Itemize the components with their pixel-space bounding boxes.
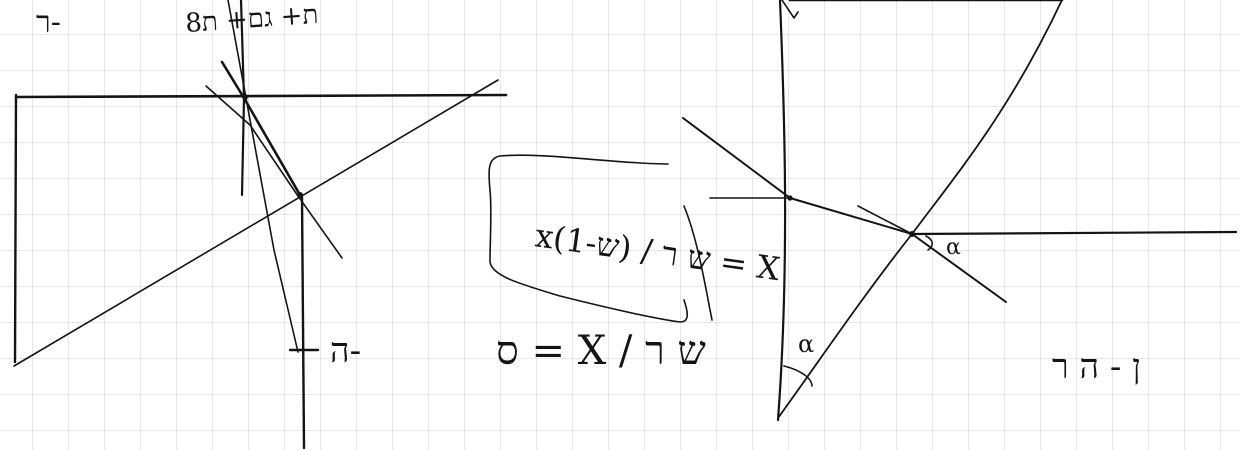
box-side-stroke	[683, 205, 713, 321]
left-top-label: ר-	[36, 5, 61, 40]
top-corner-mark	[781, 0, 799, 19]
right-horizontal-line	[910, 230, 1238, 236]
angle-label-right: α	[946, 235, 961, 260]
vertical-left-edge	[13, 93, 18, 364]
right-figure: α α ן - ה ר	[682, 0, 1238, 422]
sloped-line	[682, 117, 1007, 303]
angle-label-lower: α	[798, 330, 814, 358]
vertical-center-line	[300, 195, 306, 450]
angle-arc-lower	[783, 365, 813, 387]
long-steep-line	[227, 0, 299, 353]
equation-box	[488, 154, 689, 323]
equation: ס = X / ש ר	[496, 328, 706, 374]
diagonal-line	[13, 79, 499, 367]
intersection-point-left	[787, 195, 793, 201]
angle-arc-right	[925, 235, 934, 251]
intersection-point-middle	[297, 192, 303, 198]
point-label: ה-	[330, 331, 361, 371]
small-segment	[857, 205, 913, 235]
crossing-line	[205, 85, 343, 259]
horizontal-line	[14, 93, 508, 99]
right-note: ן - ה ר	[1052, 347, 1141, 387]
intersection-point-top	[242, 94, 248, 100]
vertical-axis	[776, 0, 787, 422]
left-figure: ר- ת+ גם+ ת8 ה-	[13, 0, 508, 450]
intersection-point-right	[909, 231, 915, 237]
